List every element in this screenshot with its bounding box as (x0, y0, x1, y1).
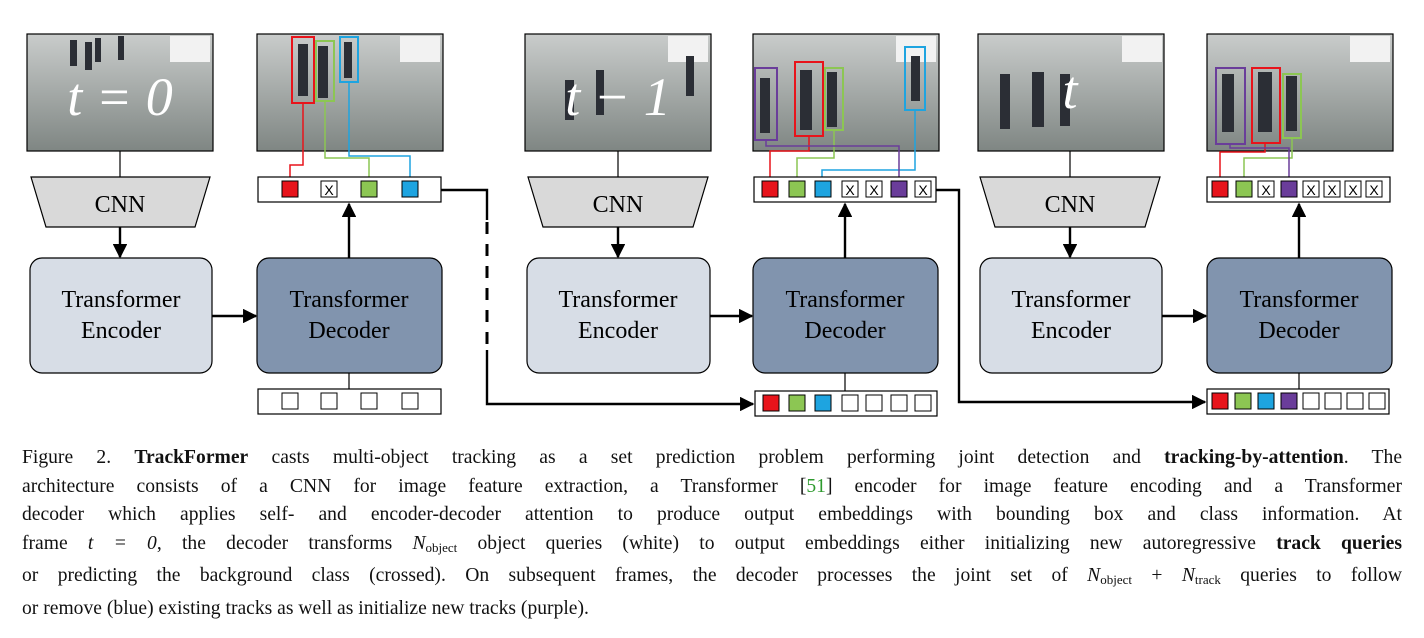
caption-line-5: or predicting the background class (cros… (22, 562, 1402, 595)
cnn-label-t: CNN (1045, 192, 1096, 218)
input-image-t0: t = 0 (26, 33, 214, 152)
caption-bold-term: track queries (1276, 532, 1402, 554)
crossed-mark: X (1327, 182, 1337, 198)
track-and-object-queries-t-minus-1 (754, 390, 938, 417)
query-green (360, 180, 378, 198)
transformer-decoder-t-minus-1: Transformer Decoder (752, 257, 939, 374)
output-image-t-minus-1 (752, 33, 940, 152)
time-label-t: t (1062, 60, 1079, 120)
encoder-label-line2: Encoder (578, 318, 658, 344)
output-image-t0 (256, 33, 444, 152)
crossed-mark: X (1306, 182, 1316, 198)
caption-text: . The (1343, 447, 1403, 468)
crossed-queries: X X (841, 180, 883, 198)
caption-bold-term: tracking-by-attention (1164, 447, 1344, 468)
decoder-label-line2: Decoder (804, 318, 885, 344)
track-and-object-queries-t (1206, 388, 1390, 415)
caption-text: , the decoder transforms (156, 532, 413, 554)
bbox-red (1251, 67, 1281, 144)
frame-t: t CNN Transformer Encoder Transformer De… (977, 33, 1394, 415)
caption-line-4: frame t = 0, the decoder transforms Nobj… (22, 530, 1402, 563)
caption-text: queries to follow (1220, 565, 1402, 587)
math-subscript: object (425, 539, 458, 555)
query-crossed (320, 180, 338, 198)
output-embeddings-t: X X X X X (1206, 176, 1391, 203)
time-label-t0: t = 0 (67, 67, 172, 127)
crossed-mark: X (1369, 182, 1379, 198)
crossed-mark: X (918, 182, 928, 198)
time-label-t-minus-1: t − 1 (565, 67, 670, 127)
caption-text: casts multi-object tracking as a set pre… (248, 447, 1165, 468)
input-image-t-minus-1: t − 1 (524, 33, 712, 152)
crossed-mark: X (1348, 182, 1358, 198)
caption-line-2: architecture consists of a CNN for image… (22, 473, 1402, 502)
encoder-label-line1: Transformer (558, 287, 677, 313)
transformer-decoder-t0: Transformer Decoder (256, 257, 443, 374)
transformer-decoder-t: Transformer Decoder (1206, 257, 1393, 374)
cnn-block-t0: CNN (30, 151, 211, 259)
output-embeddings-t0: X (257, 176, 442, 203)
encoder-label-line1: Transformer (61, 287, 180, 313)
crossed-mark: X (869, 182, 879, 198)
caption-text: or predicting the background class (cros… (22, 565, 1088, 587)
cnn-block-t-minus-1: CNN (527, 151, 709, 259)
object-queries-t0 (257, 388, 442, 415)
query-blue (401, 180, 419, 198)
crossed-mark: X (1261, 182, 1271, 198)
cnn-label-t0: CNN (95, 192, 146, 218)
math-subscript: track (1194, 572, 1221, 588)
caption-text: architecture consists of a CNN for image… (22, 475, 807, 497)
math-symbol: N (412, 532, 426, 554)
figure-caption: Figure 2. TrackFormer casts multi-object… (22, 444, 1402, 624)
math-expression: t = 0 (87, 532, 157, 554)
decoder-label-line2: Decoder (308, 318, 389, 344)
query-red (281, 180, 299, 198)
caption-line-6: or remove (blue) existing tracks as well… (22, 597, 589, 619)
crossed-mark: X (845, 182, 855, 198)
caption-text: ] encoder for image feature encoding and… (825, 475, 1402, 497)
encoder-label-line2: Encoder (1031, 318, 1111, 344)
encoder-label-line1: Transformer (1011, 287, 1130, 313)
math-symbol: N (1181, 565, 1195, 587)
frame-t0: t = 0 CNN Transformer Encoder Transforme… (26, 33, 444, 415)
cnn-label-t-minus-1: CNN (593, 192, 644, 218)
math-subscript: object (1100, 572, 1133, 588)
decoder-label-line1: Transformer (785, 287, 904, 313)
decoder-label-line2: Decoder (1258, 318, 1339, 344)
caption-text: object queries (white) to output embeddi… (457, 532, 1277, 554)
math-symbol: N (1087, 565, 1101, 587)
crossed-mark: X (324, 182, 334, 198)
output-embeddings-t-minus-1: X X X (753, 176, 937, 203)
transformer-encoder-t-minus-1: Transformer Encoder (526, 257, 711, 374)
cnn-block-t: CNN (979, 151, 1161, 259)
frame-t-minus-1: t − 1 CNN Transformer Encoder Transforme… (524, 33, 940, 417)
decoder-label-line1: Transformer (289, 287, 408, 313)
figure-label: Figure 2. (22, 447, 112, 468)
caption-title: TrackFormer (134, 447, 249, 468)
caption-line-1: Figure 2. TrackFormer casts multi-object… (22, 444, 1402, 473)
output-image-t (1206, 33, 1394, 152)
transformer-encoder-t0: Transformer Encoder (29, 257, 213, 374)
trackformer-architecture-diagram: t = 0 CNN Transformer Encoder Transforme… (26, 33, 1394, 417)
math-operator: + (1132, 565, 1182, 587)
transformer-encoder-t: Transformer Encoder (979, 257, 1163, 374)
decoder-label-line1: Transformer (1239, 287, 1358, 313)
encoder-label-line2: Encoder (81, 318, 161, 344)
citation-link[interactable]: 51 (806, 475, 826, 497)
input-image-t: t (977, 33, 1165, 152)
caption-line-3: decoder which applies self- and encoder-… (22, 504, 1402, 526)
caption-text: frame (22, 532, 88, 554)
